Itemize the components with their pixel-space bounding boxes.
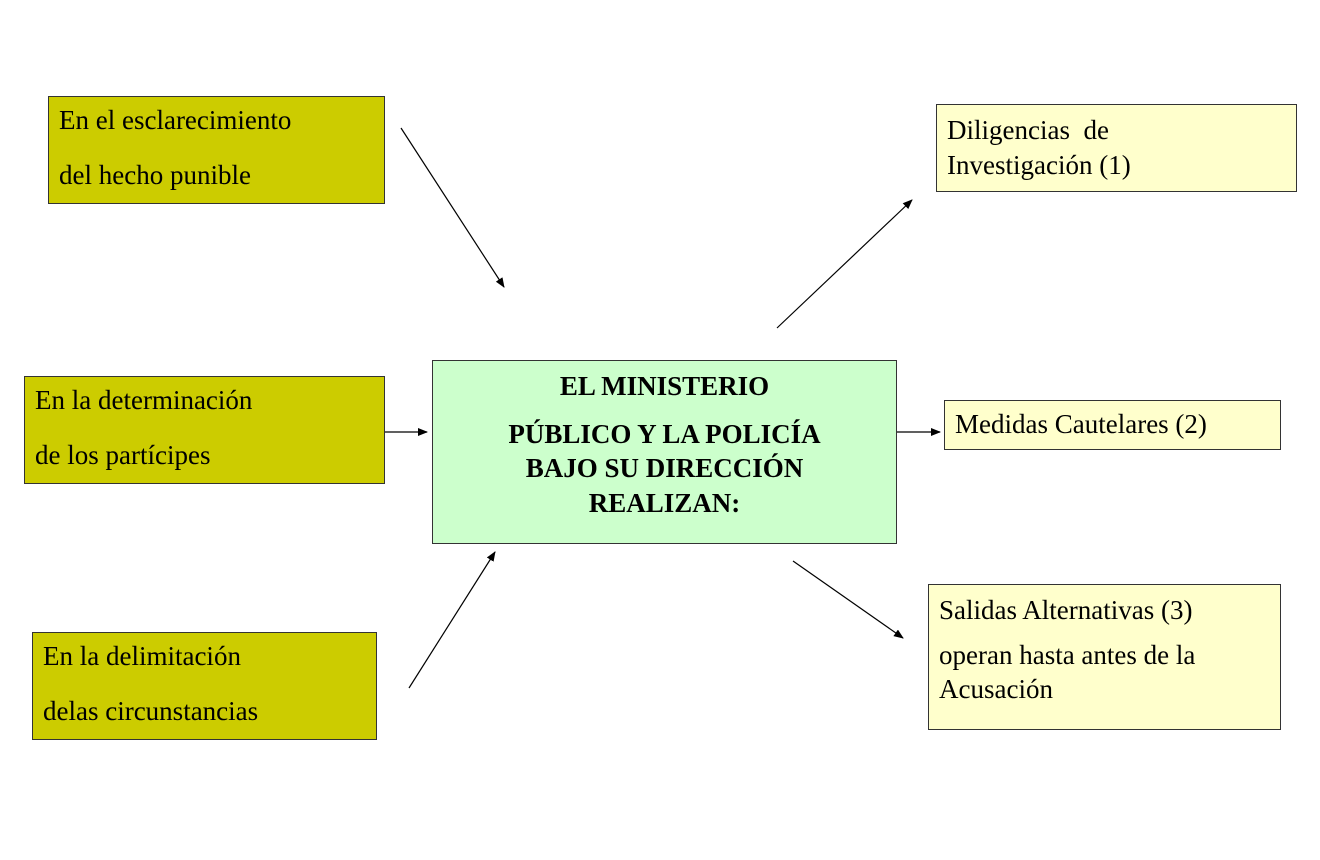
input-text-line: del hecho punible: [59, 159, 251, 190]
output-text-line: Medidas Cautelares (2): [955, 409, 1207, 439]
input-text-line: de los partícipes: [35, 439, 211, 470]
center-text-line: BAJO SU DIRECCIÓN: [525, 453, 804, 484]
output-box-diligencias: Diligencias de Investigación (1): [936, 104, 1297, 192]
arrow-center-to-salidas: [792, 560, 904, 639]
input-text-line: En la determinación: [35, 385, 253, 415]
input-box-delimitacion: En la delimitación delas circunstancias: [32, 632, 377, 740]
center-text-line: REALIZAN:: [588, 487, 741, 518]
input-text-line: En la delimitación: [43, 641, 241, 671]
center-box-ministerio: EL MINISTERIO PÚBLICO Y LA POLICÍA BAJO …: [432, 360, 897, 544]
output-text-line: operan hasta antes de la: [939, 639, 1196, 670]
arrow-center-to-diligencias: [776, 199, 913, 329]
center-text-line: EL MINISTERIO: [559, 371, 770, 401]
input-box-determinacion: En la determinación de los partícipes: [24, 376, 385, 484]
input-text-line: delas circunstancias: [43, 695, 259, 726]
input-box-esclarecimiento: En el esclarecimiento del hecho punible: [48, 96, 385, 204]
output-text-line: Acusación: [939, 674, 1053, 705]
output-text-line: Salidas Alternativas (3): [939, 595, 1193, 625]
output-box-salidas: Salidas Alternativas (3) operan hasta an…: [928, 584, 1281, 730]
input-text-line: En el esclarecimiento: [59, 105, 292, 135]
arrow-delimitacion-to-center: [408, 551, 496, 689]
output-text-line: Diligencias de: [947, 115, 1109, 145]
output-text-line: Investigación (1): [947, 149, 1131, 180]
center-text-line: PÚBLICO Y LA POLICÍA: [508, 418, 821, 449]
output-box-medidas: Medidas Cautelares (2): [944, 400, 1281, 450]
arrow-esclarecimiento-to-center: [400, 127, 505, 288]
